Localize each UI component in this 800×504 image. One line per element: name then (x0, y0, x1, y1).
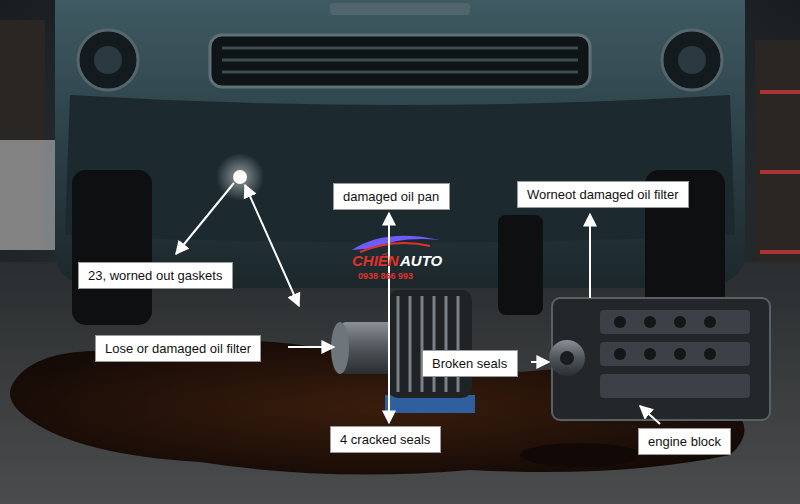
callout-text: damaged oil pan (343, 189, 440, 204)
watermark: AUTO (400, 252, 442, 269)
callout-text: Broken seals (432, 356, 508, 371)
callout-box: 23, worned out gaskets (78, 262, 233, 289)
callout-box: Worneot damaged oil filter (517, 181, 689, 208)
callout-box: damaged oil pan (333, 183, 450, 210)
double-arrow (388, 213, 390, 423)
leader-lines (176, 183, 660, 424)
callout-text: 23, worned out gaskets (88, 268, 223, 283)
callout-text: 4 cracked seals (340, 432, 431, 447)
watermark: 0938 866 993 (358, 271, 413, 281)
callout-box: engine block (638, 428, 731, 455)
callout-text: Lose or damaged oil filter (105, 341, 251, 356)
callout-box: Broken seals (422, 350, 518, 377)
callout-text: engine block (648, 434, 721, 449)
watermark: CHIẾN (352, 252, 399, 269)
callout-box: Lose or damaged oil filter (95, 335, 261, 362)
callout-text: Worneot damaged oil filter (527, 187, 679, 202)
callout-box: 4 cracked seals (330, 426, 441, 453)
